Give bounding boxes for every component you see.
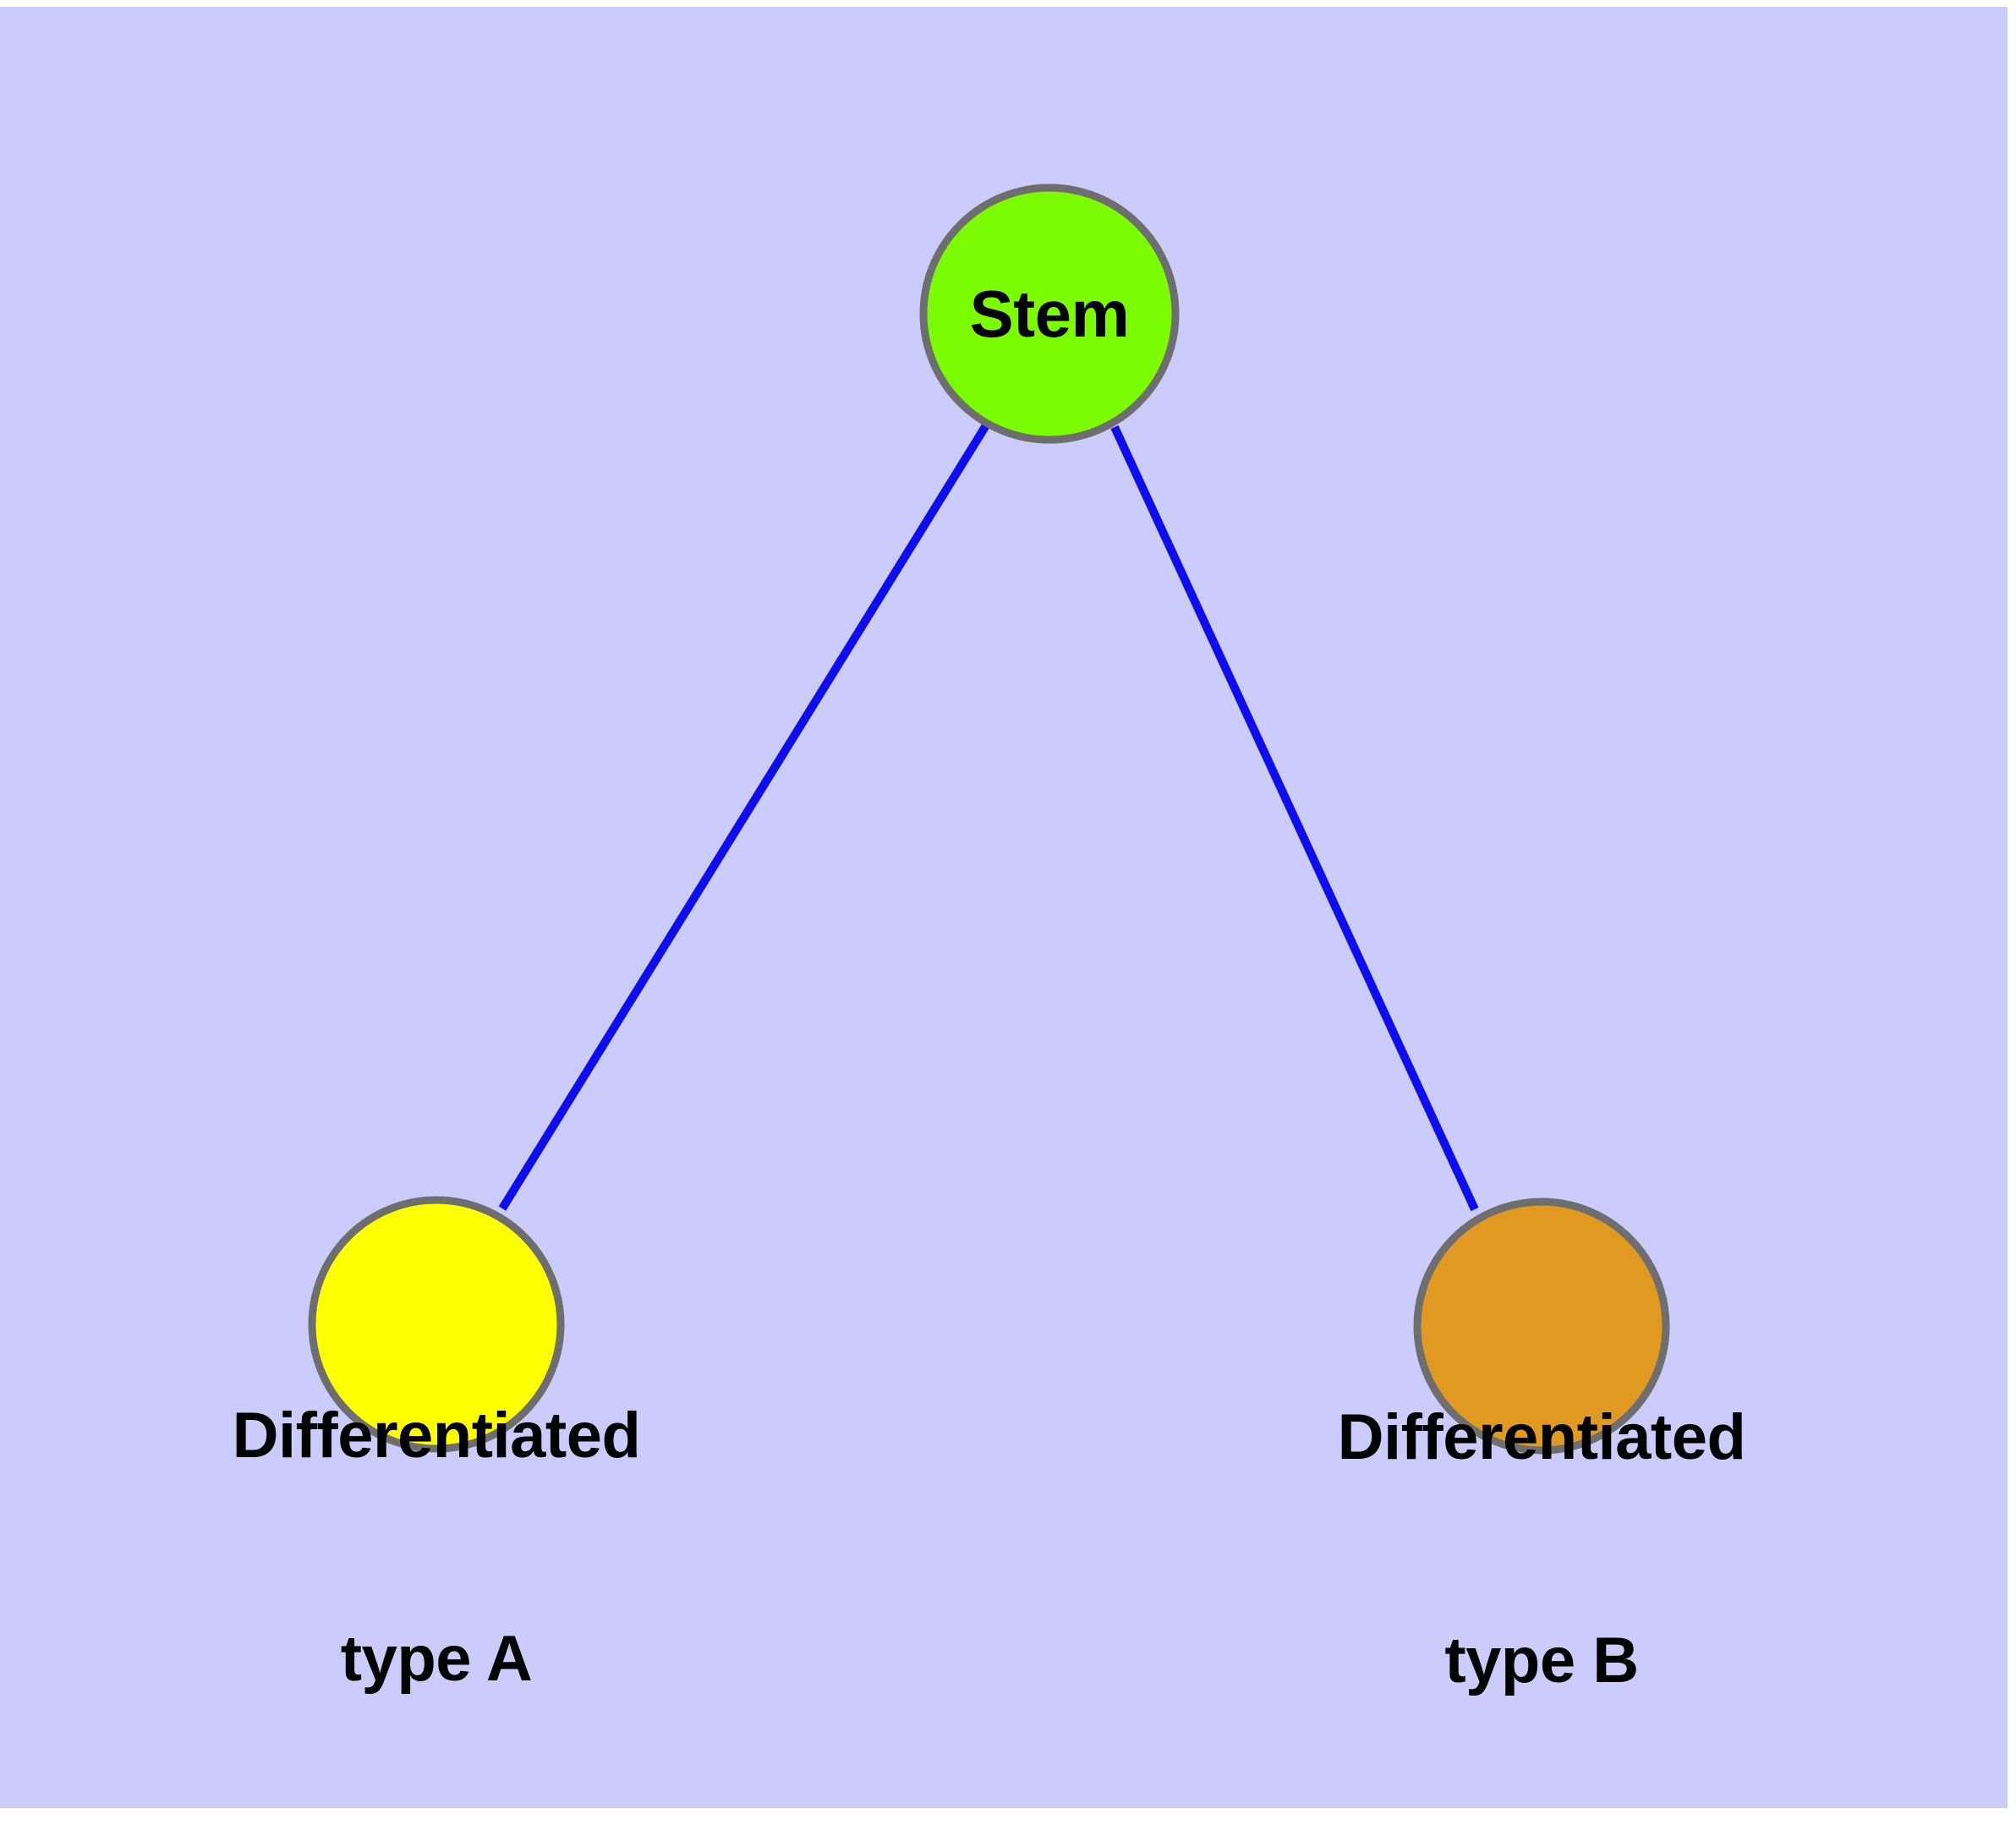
node-differentiated-type-b[interactable] xyxy=(1413,1198,1670,1455)
node-stem[interactable] xyxy=(919,184,1180,444)
edge-stem-to-diff-b xyxy=(1110,425,1479,1212)
edge-layer xyxy=(498,423,1479,1212)
graph-plot-area: Stem Differentiated type A Differentiate… xyxy=(0,7,2008,1808)
node-differentiated-type-a[interactable] xyxy=(308,1196,565,1453)
diagram-canvas: Stem Differentiated type A Differentiate… xyxy=(0,7,2008,1808)
edge-stem-to-diff-a xyxy=(498,423,990,1211)
node-layer xyxy=(308,184,1670,1455)
graph-svg xyxy=(308,184,1670,1455)
